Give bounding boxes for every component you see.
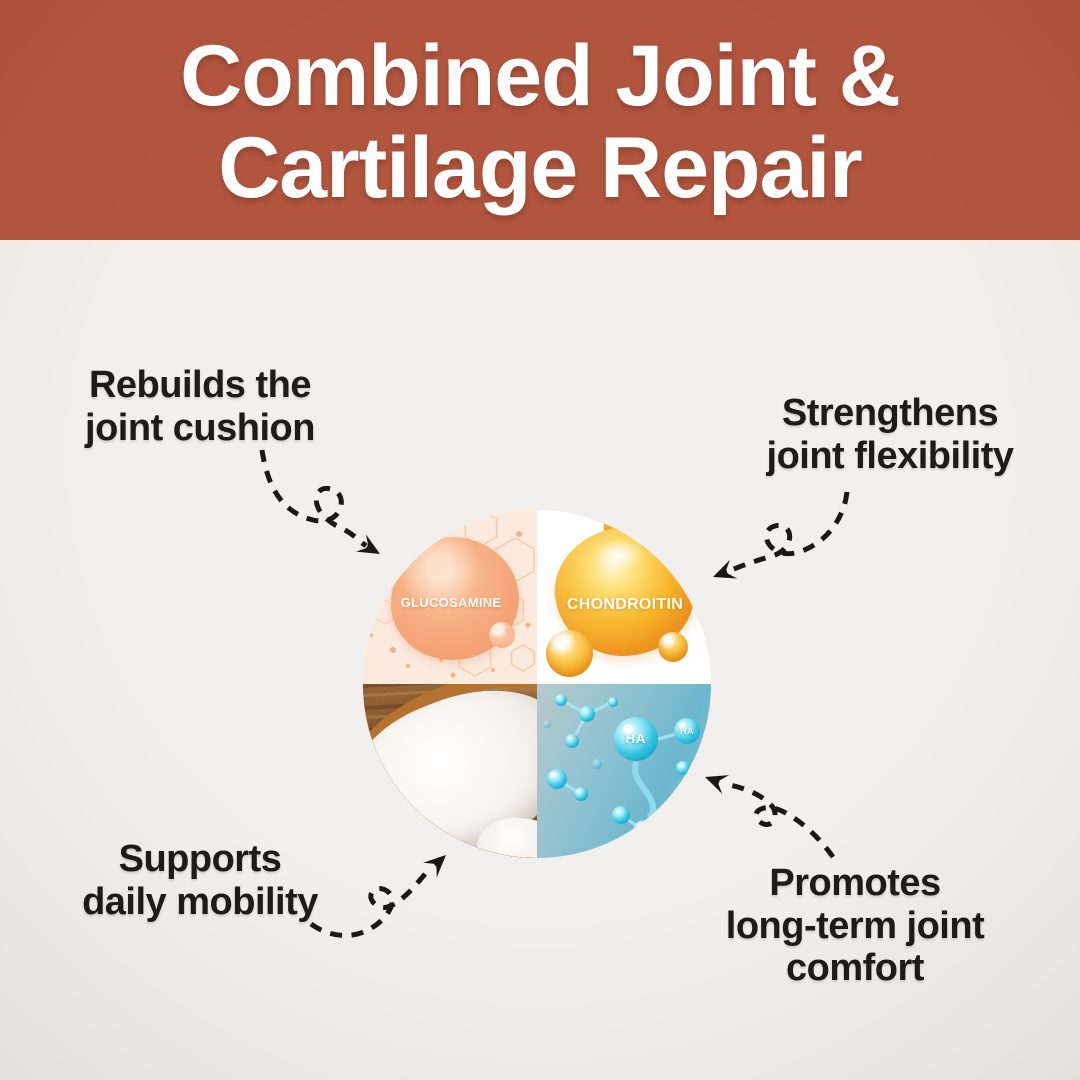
callout-line: daily mobility	[82, 880, 318, 923]
callout-line: Supports	[118, 838, 282, 880]
chondroitin-label: CHONDROITIN	[566, 596, 684, 613]
chondroitin-bubble-right	[658, 632, 688, 662]
callout-rebuilds-joint-cushion: Rebuilds the joint cushion	[30, 364, 370, 449]
callout-promotes-comfort: Promotes long-term joint comfort	[672, 862, 1038, 990]
ha-molecule-graphic	[543, 694, 700, 842]
header-divider-strip	[0, 240, 1080, 246]
callout-line: comfort	[786, 947, 924, 990]
callout-line: long-term joint	[725, 904, 985, 947]
callout-line: joint cushion	[85, 406, 315, 449]
callout-supports-mobility: Supports daily mobility	[30, 838, 370, 923]
quadrant-chondroitin: CHONDROITIN	[537, 510, 711, 684]
title-line-1: Combined Joint &	[180, 27, 901, 124]
title-line-2: Cartilage Repair	[218, 120, 863, 216]
callout-strengthens-flexibility: Strengthens joint flexibility	[718, 392, 1062, 477]
ha-molecule-label-secondary: HA	[680, 726, 694, 736]
callout-line: Strengthens	[781, 392, 999, 434]
quadrant-glucosamine: GLUCOSAMINE	[363, 510, 537, 684]
poster-title: Combined Joint & Cartilage Repair	[180, 27, 901, 216]
quadrant-powder-spoon	[363, 684, 537, 858]
quadrant-ha-molecules: HA HA	[537, 684, 711, 858]
ingredient-wheel: GLUCOSAMINE CHONDROITIN	[363, 510, 711, 858]
arrow-bottom-right	[705, 775, 836, 859]
glucosamine-bubble	[489, 622, 515, 648]
arrow-top-right	[713, 491, 850, 579]
chondroitin-bubble-left	[546, 630, 593, 677]
callout-line: Promotes	[769, 862, 941, 904]
glucosamine-label: GLUCOSAMINE	[400, 595, 502, 610]
header-banner: Combined Joint & Cartilage Repair	[0, 0, 1080, 240]
callout-line: joint flexibility	[766, 434, 1014, 477]
callout-line: Rebuilds the	[88, 364, 312, 406]
ha-molecule-label-primary: HA	[625, 731, 647, 746]
